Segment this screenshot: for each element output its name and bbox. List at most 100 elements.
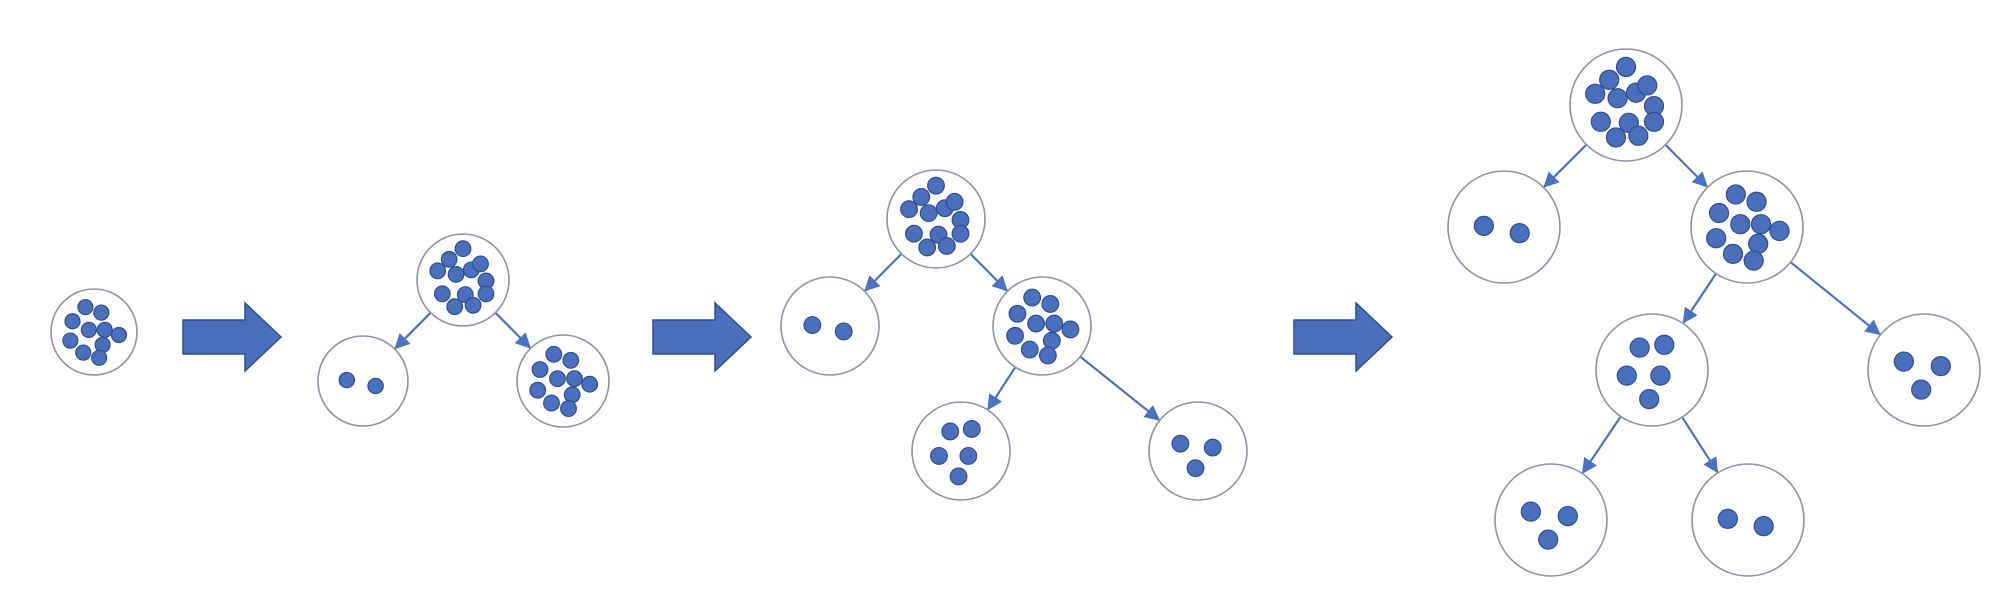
data-point-dot	[1708, 202, 1730, 224]
stage-3-edge-root-to-right	[969, 253, 1008, 292]
data-point-dot	[1706, 228, 1727, 249]
data-point-dot	[1473, 215, 1494, 237]
data-point-dot	[1008, 304, 1027, 323]
stage-3-node-right-right	[1148, 401, 1248, 501]
data-point-dot	[1722, 243, 1744, 265]
data-point-dot	[1607, 88, 1628, 109]
data-point-dot	[900, 200, 918, 219]
data-point-dot	[1930, 355, 1951, 377]
data-point-dot	[429, 262, 447, 280]
data-point-dot	[1654, 334, 1675, 355]
data-point-dot	[1748, 233, 1769, 254]
data-point-dot	[110, 326, 128, 344]
data-point-dot	[454, 240, 472, 258]
stage-4-node-right	[1690, 170, 1804, 284]
data-point-dot	[531, 361, 549, 378]
data-point-dot	[959, 446, 978, 465]
data-point-dot	[1590, 111, 1611, 132]
data-point-dot	[1615, 56, 1637, 78]
data-point-dot	[1006, 326, 1024, 345]
data-point-dot	[1171, 434, 1190, 453]
stage-4-node-right-left-left	[1494, 463, 1608, 577]
data-point-dot	[1616, 365, 1637, 386]
data-point-dot	[1725, 184, 1746, 205]
data-point-dot	[1629, 337, 1650, 358]
data-point-dot	[477, 285, 495, 303]
data-point-dot	[1750, 214, 1772, 235]
stage-2-edge-root-to-left	[394, 311, 432, 350]
data-point-dot	[447, 266, 465, 283]
data-point-dot	[464, 296, 482, 314]
data-point-dot	[563, 386, 581, 404]
data-point-dot	[1893, 351, 1914, 372]
data-point-dot	[581, 375, 599, 393]
data-point-dot	[367, 377, 384, 395]
data-point-dot	[62, 332, 79, 349]
data-point-dot	[1038, 346, 1057, 365]
data-point-dot	[91, 349, 108, 366]
stage-2-node-right	[516, 334, 610, 428]
data-point-dot	[1730, 214, 1751, 235]
data-point-dot	[1538, 529, 1559, 550]
stage-3-edge-right-to-right-left	[987, 366, 1017, 411]
data-point-dot	[1605, 127, 1627, 148]
stage-4-node-right-left	[1595, 313, 1709, 427]
transition-arrow-icon	[1293, 301, 1394, 373]
data-point-dot	[80, 321, 97, 338]
data-point-dot	[566, 370, 583, 388]
transition-arrow-icon	[652, 301, 753, 373]
data-point-dot	[1911, 379, 1932, 400]
data-point-dot	[1743, 250, 1764, 271]
data-point-dot	[1628, 125, 1649, 146]
data-point-dot	[1045, 314, 1064, 333]
stage-4-edge-right-to-right-left	[1682, 273, 1717, 324]
data-point-dot	[64, 313, 81, 330]
data-point-dot	[1061, 320, 1080, 339]
data-point-dot	[905, 224, 923, 243]
data-point-dot	[1585, 83, 1606, 104]
data-point-dot	[1639, 389, 1660, 410]
stage-4-edge-right-left-to-right-left-right	[1681, 416, 1719, 474]
data-point-dot	[1203, 438, 1222, 457]
data-point-dot	[529, 381, 547, 399]
data-point-dot	[77, 298, 94, 316]
data-point-dot	[919, 204, 938, 223]
stage-3-edge-right-to-right-right	[1079, 355, 1161, 421]
data-point-dot	[912, 188, 931, 206]
stage-4-edge-right-left-to-right-left-left	[1581, 415, 1622, 474]
data-point-dot	[549, 370, 566, 388]
data-point-dot	[1042, 331, 1061, 350]
data-point-dot	[560, 400, 577, 418]
data-point-dot	[1769, 220, 1790, 242]
stage-3-node-right	[992, 276, 1092, 376]
data-point-dot	[949, 467, 968, 486]
stage-3-node-root	[886, 169, 986, 269]
data-point-dot	[1186, 459, 1205, 478]
data-point-dot	[1520, 501, 1541, 522]
data-point-dot	[562, 351, 580, 369]
data-point-dot	[803, 316, 822, 334]
data-point-dot	[1557, 505, 1578, 527]
stage-2-node-root	[416, 233, 510, 327]
data-point-dot	[472, 255, 489, 273]
data-point-dot	[96, 321, 113, 338]
stage-4-node-root	[1569, 48, 1683, 162]
data-point-dot	[937, 237, 956, 255]
data-point-dot	[1509, 223, 1530, 244]
data-point-dot	[1753, 516, 1774, 537]
stage-1-node-root	[50, 288, 138, 376]
data-point-dot	[1746, 191, 1767, 212]
data-point-dot	[75, 344, 92, 361]
data-point-dot	[918, 238, 937, 257]
data-point-dot	[446, 298, 464, 316]
data-point-dot	[1637, 75, 1658, 96]
data-point-dot	[930, 446, 948, 465]
data-point-dot	[1643, 111, 1665, 132]
data-point-dot	[1717, 508, 1738, 530]
data-point-dot	[433, 285, 451, 303]
stage-3-edge-root-to-left	[864, 253, 903, 292]
data-point-dot	[1020, 340, 1039, 359]
data-point-dot	[1041, 295, 1060, 313]
data-point-dot	[941, 422, 960, 441]
